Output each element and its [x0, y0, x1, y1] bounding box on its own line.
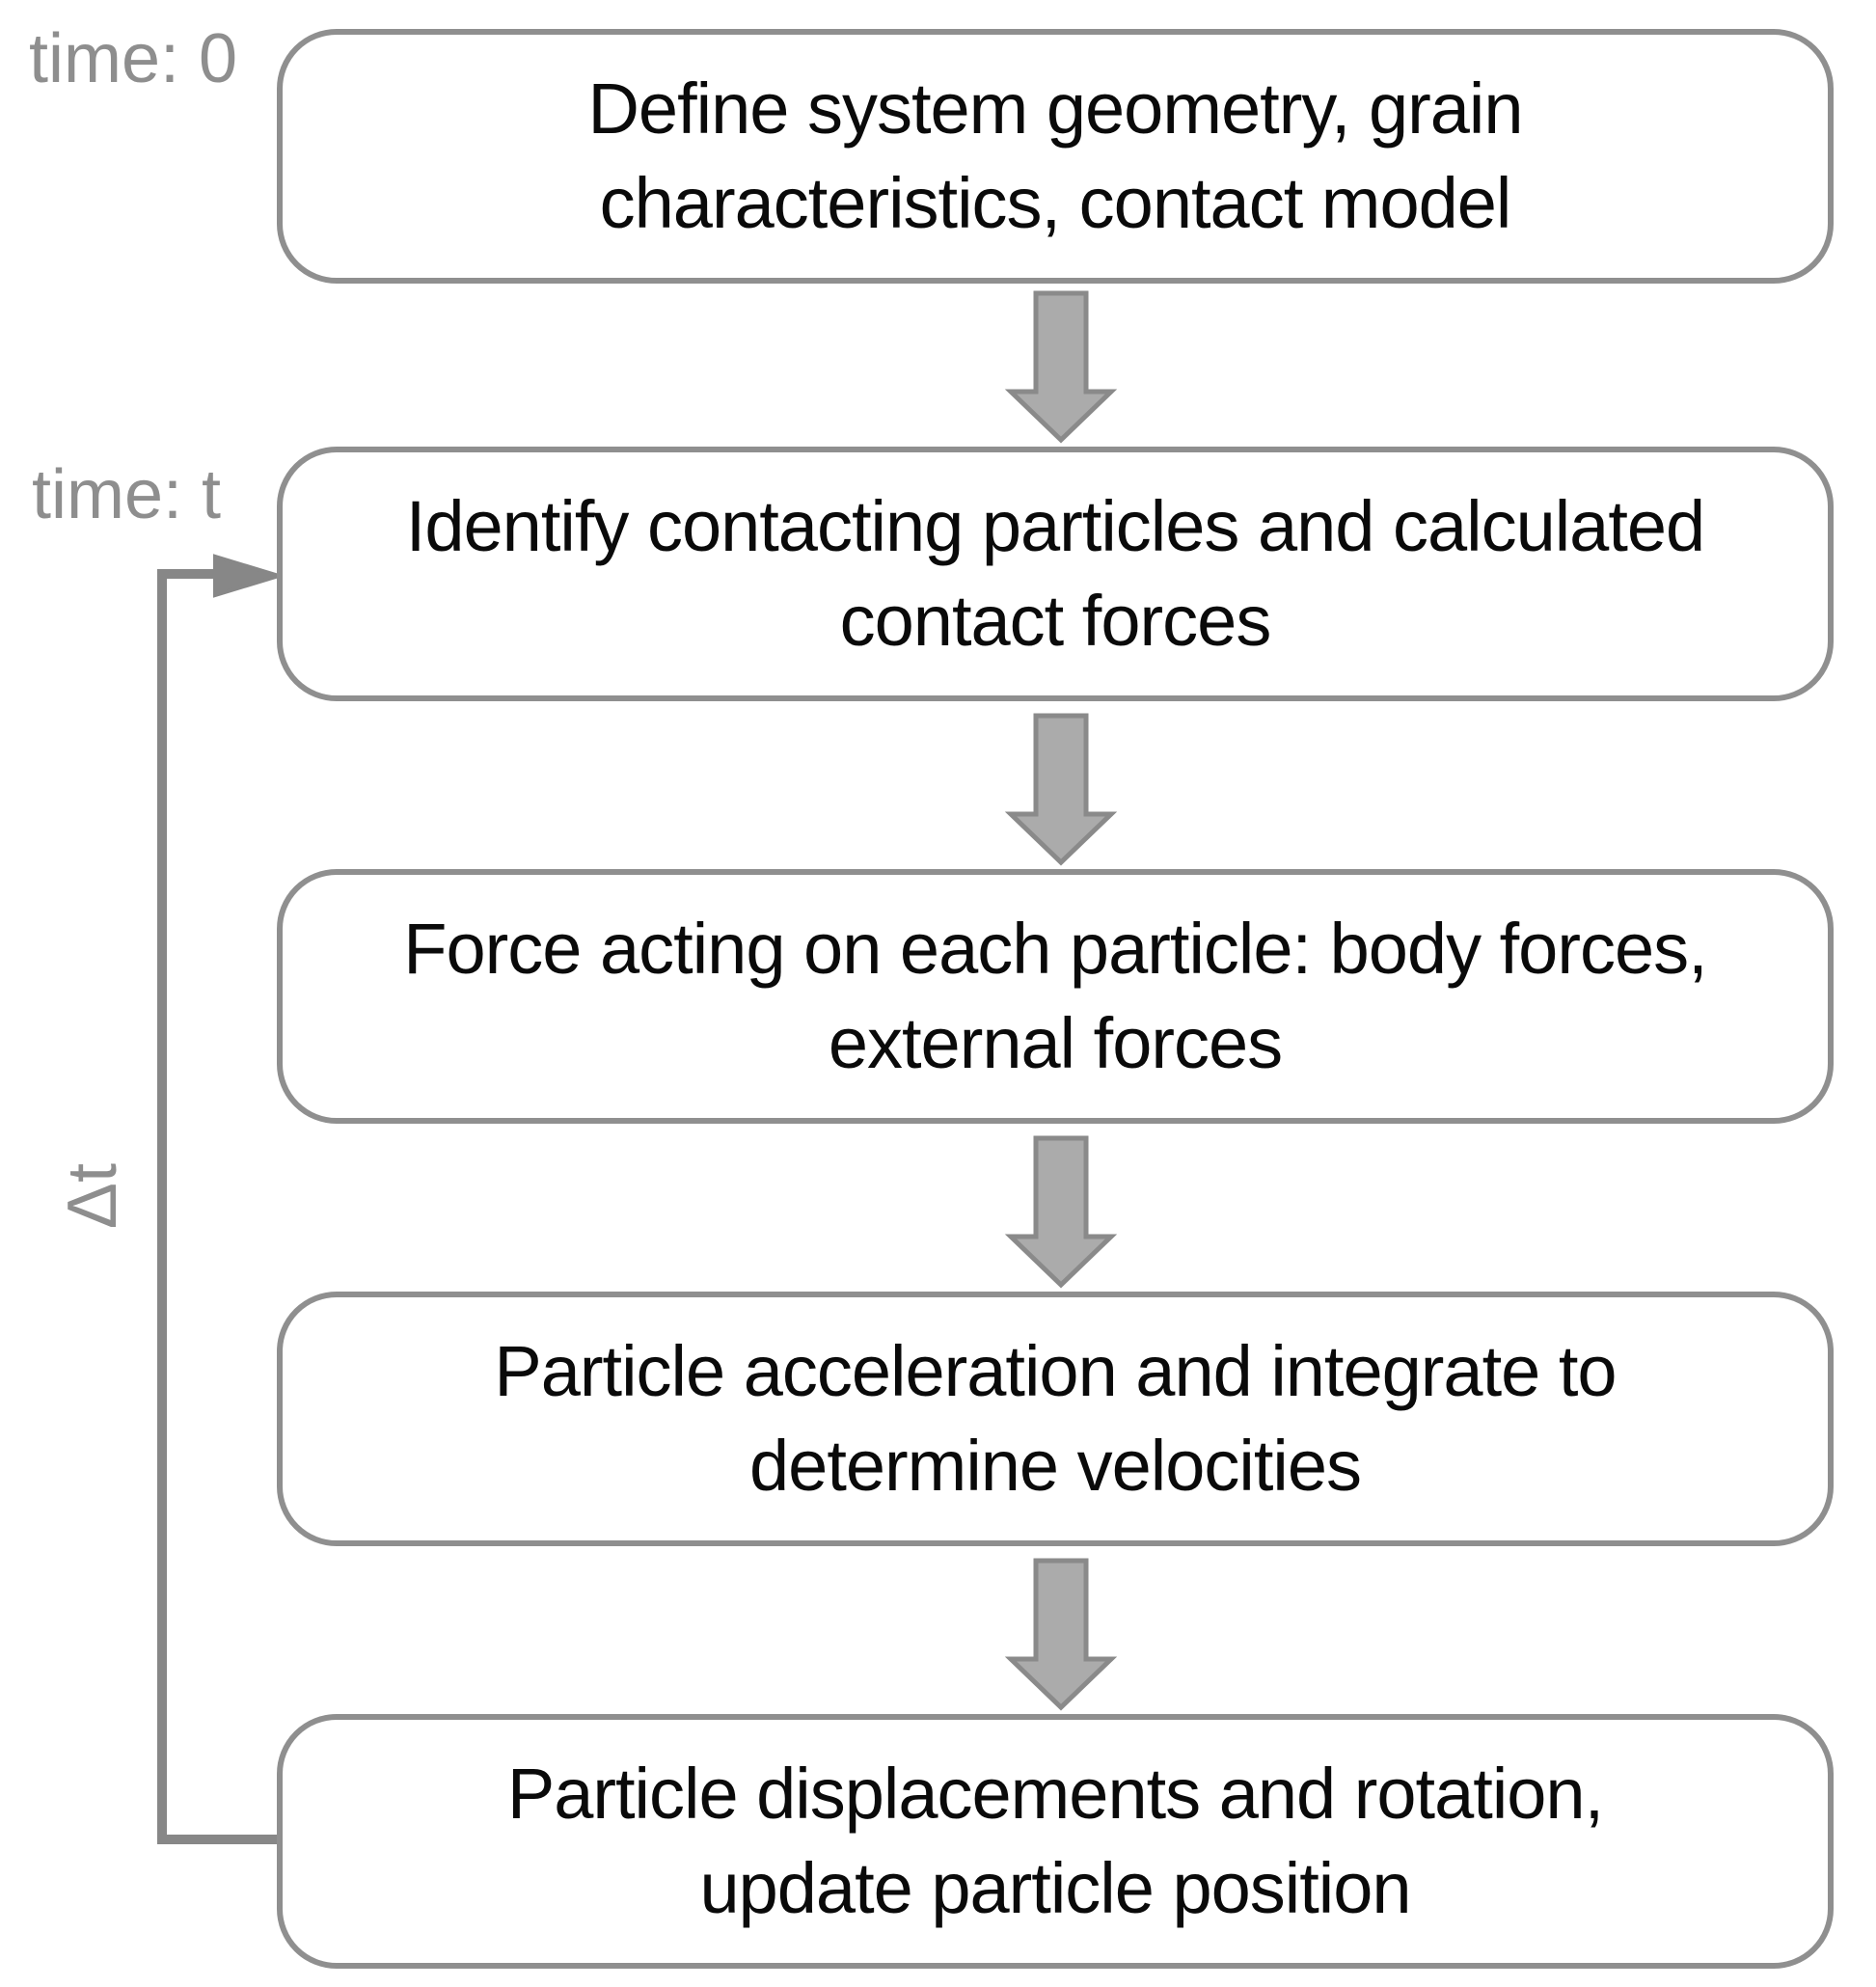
down-arrow-icon: [1004, 1558, 1118, 1711]
down-arrow-icon: [1004, 290, 1118, 444]
time-t-label: time: t: [32, 456, 222, 533]
step-text-line: contact forces: [839, 581, 1272, 661]
time-zero-label: time: 0: [29, 20, 238, 97]
step-text-line: Force acting on each particle: body forc…: [403, 909, 1707, 989]
step-text-line: update particle position: [699, 1848, 1411, 1928]
delta-t-label: Δt: [54, 1162, 131, 1230]
step-box-define: Define system geometry, grain characteri…: [277, 29, 1834, 284]
down-arrow-icon: [1004, 713, 1118, 866]
step-text-line: determine velocities: [749, 1426, 1362, 1506]
down-arrow-icon: [1004, 1135, 1118, 1289]
step-box-acceleration: Particle acceleration and integrate to d…: [277, 1292, 1834, 1546]
step-text-line: external forces: [828, 1003, 1283, 1083]
step-text-line: Identify contacting particles and calcul…: [405, 486, 1705, 566]
step-box-forces: Force acting on each particle: body forc…: [277, 869, 1834, 1124]
step-box-displacements: Particle displacements and rotation, upd…: [277, 1714, 1834, 1969]
step-box-identify-contacts: Identify contacting particles and calcul…: [277, 447, 1834, 701]
step-text-line: characteristics, contact model: [599, 163, 1512, 243]
step-text-line: Particle acceleration and integrate to: [494, 1331, 1617, 1411]
step-text-line: Define system geometry, grain: [587, 68, 1523, 149]
step-text-line: Particle displacements and rotation,: [506, 1754, 1604, 1834]
loop-arrowhead-icon: [213, 554, 285, 598]
